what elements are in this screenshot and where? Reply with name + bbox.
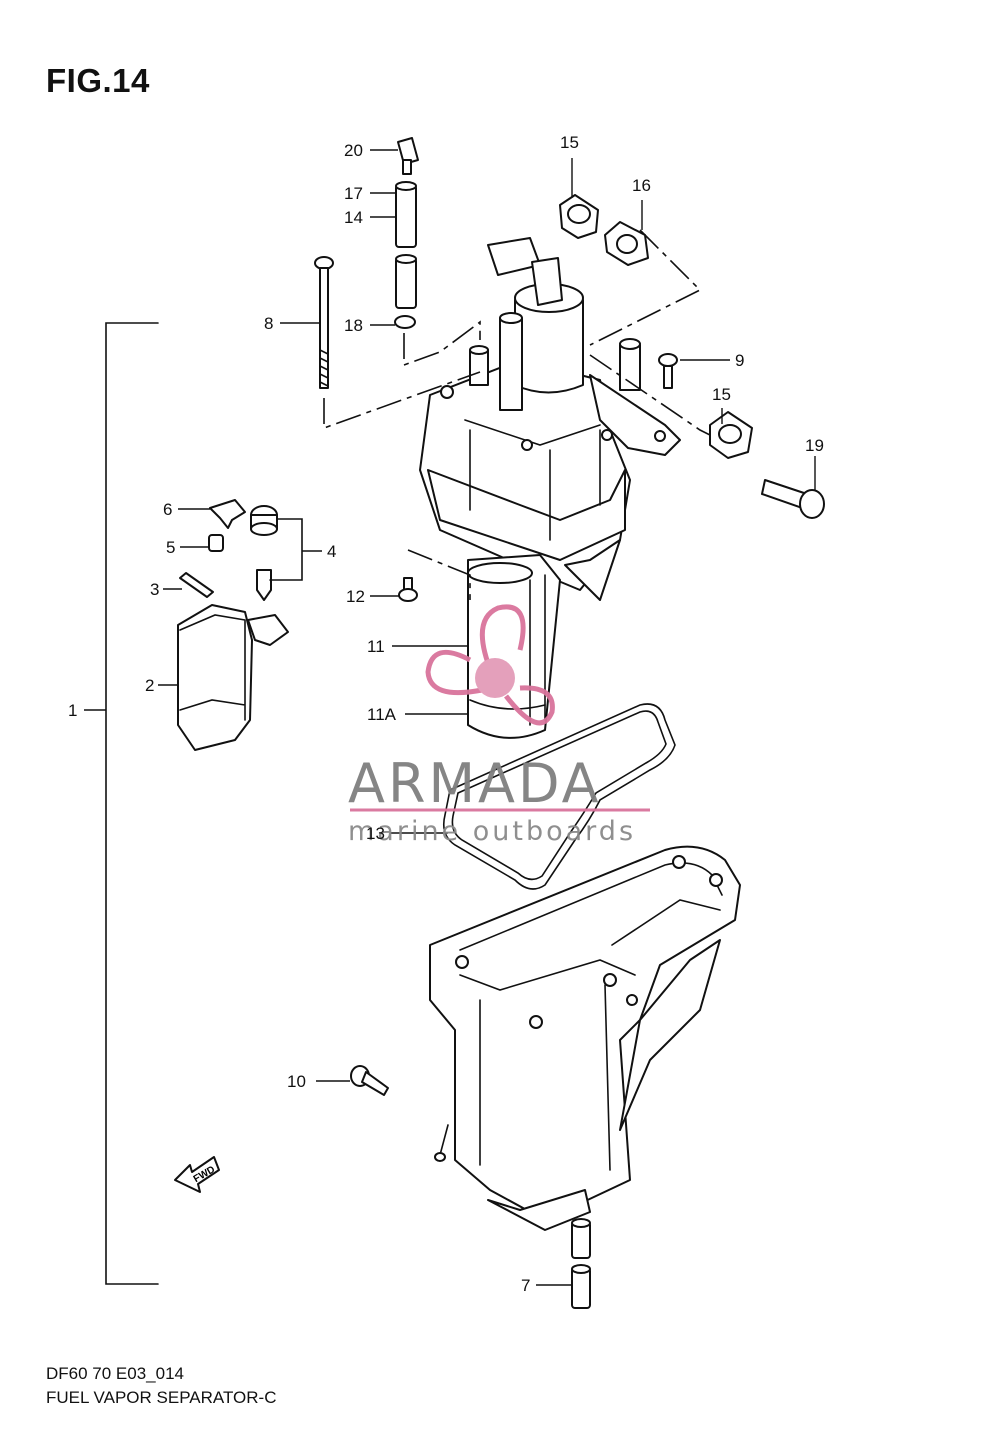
screw-20 [397,137,419,175]
callout-9: 9 [735,351,744,370]
screw-12 [398,577,418,602]
screw-5 [208,534,224,552]
watermark: ARMADA marine outboards [348,604,650,847]
callout-17: 17 [344,184,363,203]
callout-11: 11 [367,637,385,656]
forward-arrow-label: FWD [192,1164,217,1185]
screw-8 [314,256,334,389]
callout-15-right: 15 [712,385,731,404]
grommet-15-right [709,411,753,459]
callout-3: 3 [150,580,159,599]
callout-7: 7 [521,1276,530,1295]
assembly-bracket [84,322,159,1285]
upper-housing [419,237,681,601]
clip-18 [394,315,416,329]
callout-5: 5 [166,538,175,557]
callout-labels: 1 2 3 4 5 6 7 8 9 10 11 11A 12 13 14 15 … [68,133,824,1295]
callout-12: 12 [346,587,365,606]
clip-6 [209,499,246,529]
float-2 [177,604,289,751]
watermark-tagline: marine outboards [348,816,636,847]
hose-7 [571,1218,591,1309]
pin-3 [179,572,214,598]
callout-13: 13 [366,824,385,843]
callout-16: 16 [632,176,651,195]
float-chamber [429,845,741,1231]
diagram-caption: FUEL VAPOR SEPARATOR-C [46,1388,277,1407]
hose-lower [395,254,417,309]
callout-11a: 11A [367,705,397,724]
footer: DF60 70 E03_014 FUEL VAPOR SEPARATOR-C [46,1362,277,1410]
callout-19: 19 [805,436,824,455]
callout-10: 10 [287,1072,306,1091]
callout-2: 2 [145,676,154,695]
bolt-19 [761,479,825,519]
watermark-brand: ARMADA [348,752,602,815]
callout-14: 14 [344,208,363,227]
propeller-hub [475,658,515,698]
gasket [442,703,676,890]
model-code: DF60 70 E03_014 [46,1364,184,1383]
leader-lines [158,149,816,1286]
figure-title: FIG.14 [46,62,150,99]
callout-6: 6 [163,500,172,519]
screw-9 [658,353,678,389]
forward-arrow: FWD [174,1156,220,1193]
cap-4 [250,505,278,536]
callout-1: 1 [68,701,77,720]
grommet-16 [604,221,649,266]
hose-17-14 [395,181,417,248]
callout-18: 18 [344,316,363,335]
callout-15-top: 15 [560,133,579,152]
callout-20: 20 [344,141,363,160]
grommet-15-top [559,194,599,239]
screw-10 [350,1065,389,1096]
needle-valve [256,569,272,601]
propeller-logo [425,604,555,726]
callout-4: 4 [327,542,336,561]
callout-8: 8 [264,314,273,333]
